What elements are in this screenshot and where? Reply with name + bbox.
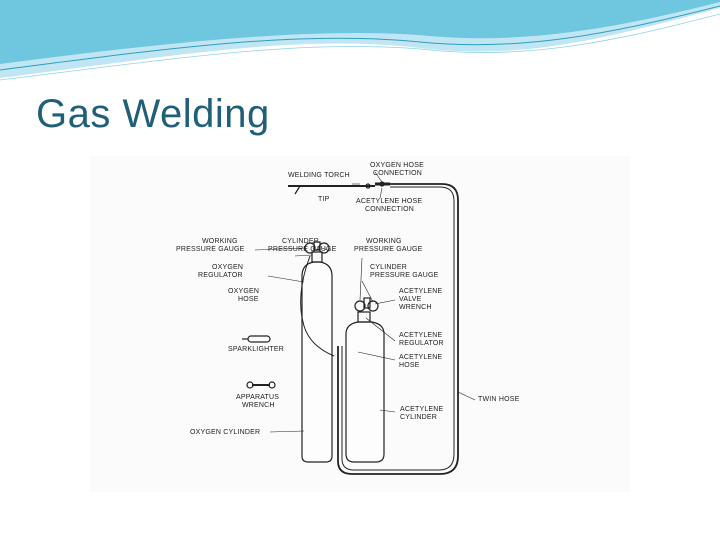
gas-welding-diagram: WELDING TORCH TIP OXYGEN HOSE CONNECTION… xyxy=(90,156,630,492)
label-acetylene-hose-connection: ACETYLENE HOSE xyxy=(356,198,423,205)
label-acetylene-valve-wrench-line3: WRENCH xyxy=(399,304,432,311)
label-apparatus-wrench-line2: WRENCH xyxy=(242,402,275,409)
label-working-pressure-gauge-left-line2: PRESSURE GAUGE xyxy=(176,246,245,253)
label-acetylene-regulator: ACETYLENE xyxy=(399,332,443,339)
label-cylinder-pressure-gauge-right: CYLINDER xyxy=(370,264,407,271)
label-acetylene-cylinder-line2: CYLINDER xyxy=(400,414,437,421)
label-acetylene-hose: ACETYLENE xyxy=(399,354,443,361)
label-twin-hose: TWIN HOSE xyxy=(478,396,520,403)
label-oxygen-hose-line2: HOSE xyxy=(238,296,259,303)
label-working-pressure-gauge-right: WORKING xyxy=(366,238,402,245)
label-acetylene-hose-connection-line2: CONNECTION xyxy=(365,206,415,213)
label-cylinder-pressure-gauge-left: CYLINDER xyxy=(282,238,319,245)
label-acetylene-valve-wrench-line2: VALVE xyxy=(399,296,422,303)
label-oxygen-regulator-line2: REGULATOR xyxy=(198,272,243,279)
label-working-pressure-gauge-left: WORKING xyxy=(202,238,238,245)
welding-torch-icon xyxy=(288,181,390,195)
label-oxygen-hose-connection-line2: CONNECTION xyxy=(373,170,423,177)
twin-hose xyxy=(337,183,459,475)
label-oxygen-regulator: OXYGEN xyxy=(212,264,244,271)
label-oxygen-hose: OXYGEN xyxy=(228,288,260,295)
diagram-drawing xyxy=(242,171,476,475)
label-acetylene-regulator-line2: REGULATOR xyxy=(399,340,444,347)
label-apparatus-wrench: APPARATUS xyxy=(236,394,280,401)
sparklighter-icon xyxy=(242,335,271,343)
label-tip: TIP xyxy=(318,196,330,203)
oxygen-cylinder-icon xyxy=(301,241,333,463)
label-sparklighter: SPARKLIGHTER xyxy=(228,346,284,353)
label-cylinder-pressure-gauge-right-line2: PRESSURE GAUGE xyxy=(370,272,439,279)
label-cylinder-pressure-gauge-left-line2: PRESSURE GAUGE xyxy=(268,246,337,253)
label-acetylene-hose-line2: HOSE xyxy=(399,362,420,369)
label-oxygen-cylinder: OXYGEN CYLINDER xyxy=(190,429,261,436)
label-welding-torch: WELDING TORCH xyxy=(288,172,350,179)
label-acetylene-cylinder: ACETYLENE xyxy=(400,406,444,413)
label-acetylene-valve-wrench: ACETYLENE xyxy=(399,288,443,295)
header-wave-decoration xyxy=(0,0,720,81)
label-working-pressure-gauge-right-line2: PRESSURE GAUGE xyxy=(354,246,423,253)
wrench-icon xyxy=(246,381,276,389)
acetylene-cylinder-icon xyxy=(345,297,385,463)
label-oxygen-hose-connection: OXYGEN HOSE xyxy=(370,162,424,169)
slide-title: Gas Welding xyxy=(36,92,270,136)
